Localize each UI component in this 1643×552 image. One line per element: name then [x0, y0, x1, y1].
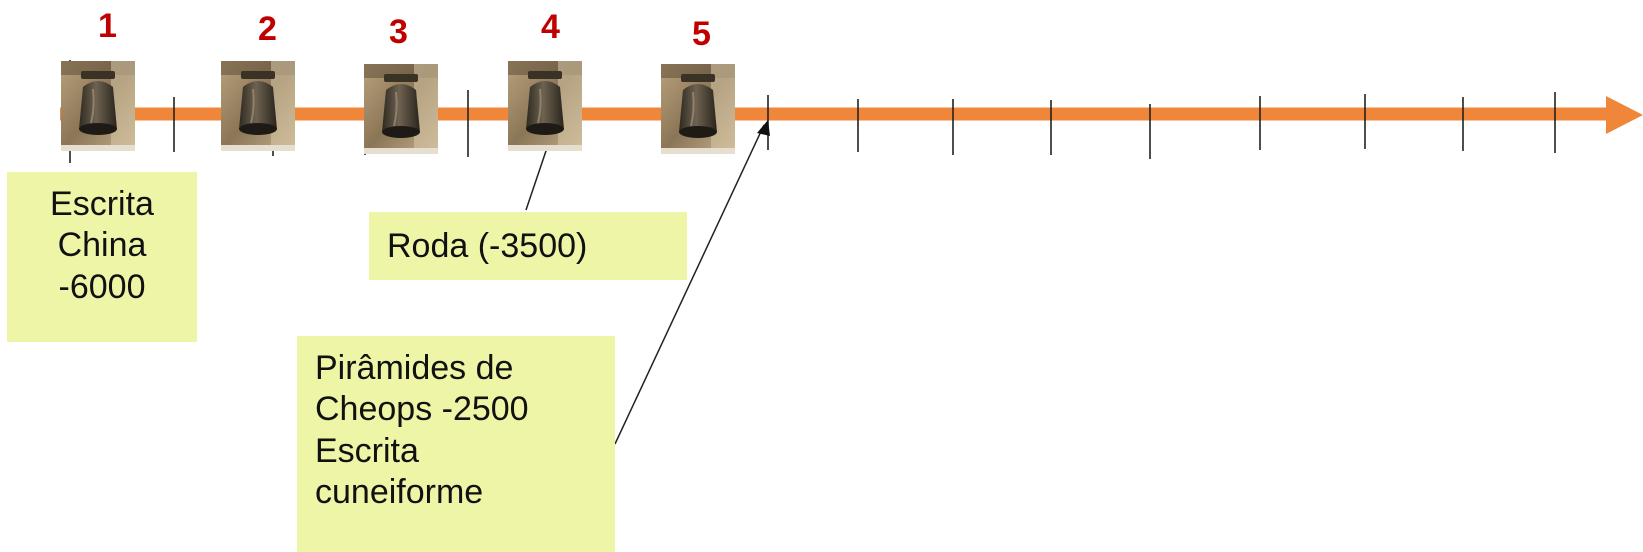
- connector-piramides: [614, 124, 765, 445]
- bell-icon: [221, 61, 295, 151]
- marker-number-4: 4: [541, 8, 560, 46]
- bell-icon: [364, 64, 438, 154]
- note-roda: Roda (-3500): [369, 212, 687, 280]
- note-escrita-china: Escrita China -6000: [7, 172, 197, 342]
- connector-arrowhead: [757, 120, 770, 136]
- marker-number-3: 3: [389, 13, 408, 51]
- marker-number-5: 5: [692, 15, 711, 53]
- bell-markers: [61, 61, 735, 154]
- bell-icon: [661, 64, 735, 154]
- arrow-right-icon: [1606, 96, 1643, 134]
- bell-icon: [61, 61, 135, 151]
- marker-number-2: 2: [258, 10, 277, 48]
- connector-roda: [525, 144, 549, 211]
- bell-icon: [508, 61, 582, 151]
- note-piramides: Pirâmides de Cheops -2500 Escrita cuneif…: [297, 336, 615, 552]
- marker-number-1: 1: [98, 7, 117, 45]
